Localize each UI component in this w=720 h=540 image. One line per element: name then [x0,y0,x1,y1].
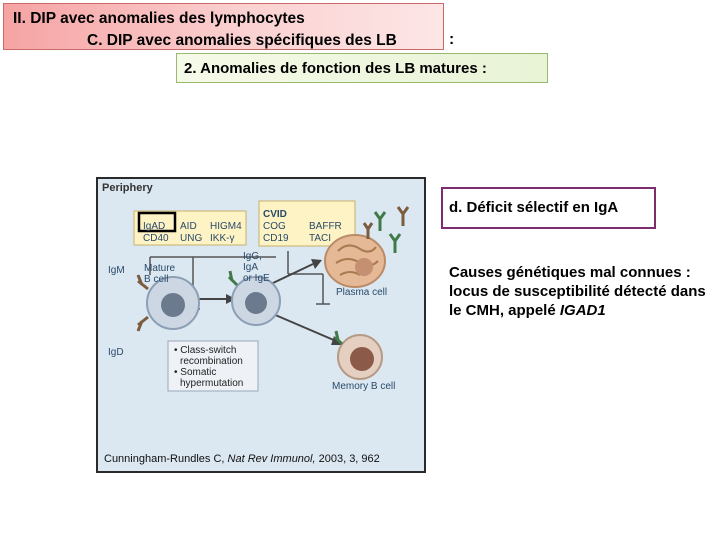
title-line-2: C. DIP avec anomalies spécifiques des LB [87,32,397,49]
figure-citation: Cunningham-Rundles C, Nat Rev Immunol, 2… [104,453,380,465]
label-bullet1-line2: recombination [180,356,243,367]
label-higm4: HIGM4 [210,221,242,232]
title-line-1: II. DIP avec anomalies des lymphocytes [13,10,305,27]
label-igg-3: or IgE [243,273,270,284]
citation-journal: Nat Rev Immunol, [227,453,316,465]
label-ung: UNG [180,233,203,244]
periphery-label: Periphery [102,182,153,194]
causes-text: Causes génétiques mal connues : locus de… [449,263,714,320]
antibody-1 [373,211,387,231]
diagram-graphics [133,200,410,392]
label-igd: IgD [108,347,124,358]
citation-authors: Cunningham-Rundles C, [104,453,225,465]
process-info-box [167,340,259,392]
label-bullet2-line1: • Somatic [174,367,217,378]
label-cog: COG [263,221,286,232]
label-plasma-cell: Plasma cell [336,287,388,298]
b-cell-diagram: Periphery IgAD CD40 AID UNG HIGM4 IKK-γ … [96,177,426,473]
label-igg-1: IgG, [243,251,262,262]
citation-reference: 2003, 3, 962 [318,453,380,465]
label-ikk: IKK-γ [210,233,235,244]
causes-body: Causes génétiques mal connues : locus de… [449,264,706,319]
label-taci: TACI [309,233,332,244]
label-cd19: CD19 [263,233,289,244]
label-igm: IgM [108,265,125,276]
title-colon: : [449,31,455,48]
label-mature-b-cell: Mature B cell [144,263,176,285]
defect-box-csr [133,210,247,246]
label-igad: IgAD [143,221,166,232]
label-bullet1-line1: • Class-switch [174,345,237,356]
antibody-3 [396,206,410,226]
section-title-box: II. DIP avec anomalies des lymphocytes C… [3,3,444,50]
causes-gene: IGAD1 [559,302,606,319]
antibody-4 [362,222,374,239]
label-memory-b-cell: Memory B cell [332,381,396,392]
label-cvid: CVID [263,209,287,220]
label-baffr: BAFFR [309,221,342,232]
subsection-title: 2. Anomalies de fonction des LB matures … [176,53,548,83]
antibody-2 [388,233,402,253]
label-cd40: CD40 [143,233,169,244]
igad-highlight [137,211,177,233]
label-bullet2-line2: hypermutation [180,378,244,389]
deficit-title-box: d. Déficit sélectif en IgA [441,187,656,229]
label-aid: AID [180,221,197,232]
label-igg-2: IgA [243,262,259,273]
